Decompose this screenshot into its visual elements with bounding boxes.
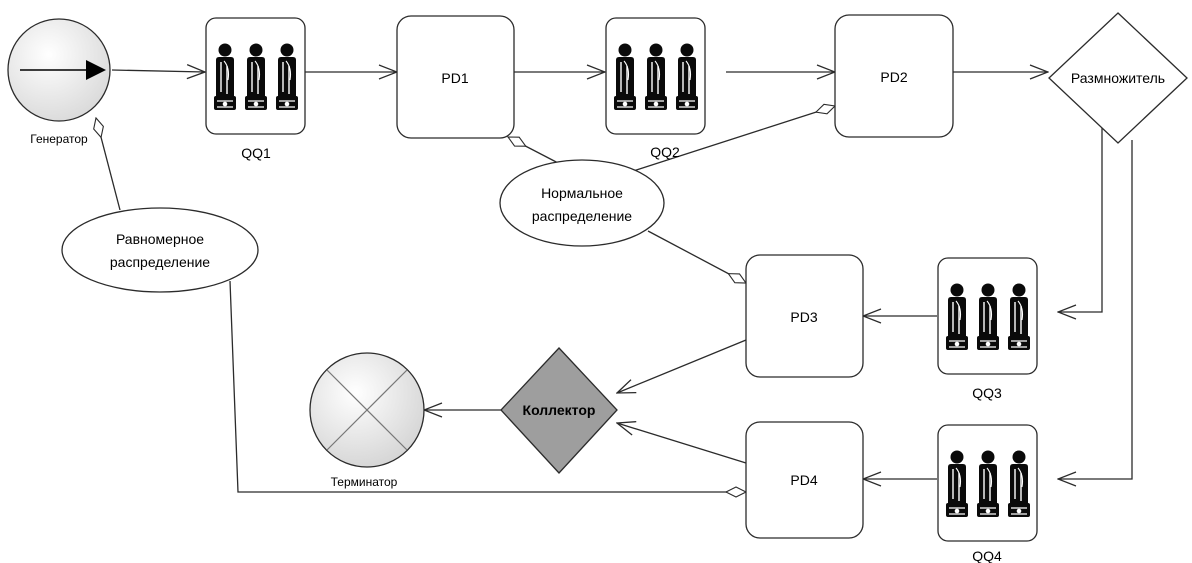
collector-label: Коллектор	[523, 402, 596, 418]
process-pd4-label: PD4	[790, 472, 817, 488]
link-normal-pd1	[508, 136, 563, 166]
normal-distribution-node[interactable]	[499, 159, 665, 247]
link-uniform-generator	[96, 118, 121, 211]
normal-distribution-line2: распределение	[532, 208, 632, 224]
edge-generator-qq1	[111, 70, 205, 72]
splitter-label: Размножитель	[1071, 70, 1165, 86]
edge-splitter-qq3	[1058, 125, 1103, 312]
process-pd2[interactable]	[834, 14, 954, 138]
collector-node[interactable]	[500, 347, 618, 474]
cross-icon	[326, 369, 408, 451]
link-normal-pd2	[629, 106, 835, 173]
arrow-head-icon	[86, 60, 106, 80]
uniform-distribution-line2: распределение	[110, 254, 210, 270]
edge-pd4-collector	[617, 423, 747, 464]
uniform-distribution-node[interactable]	[61, 207, 259, 293]
splitter-node[interactable]	[1048, 12, 1188, 144]
queue-qq4-label: QQ4	[972, 548, 1002, 563]
queue-qq1[interactable]	[205, 17, 306, 135]
queue-qq3[interactable]	[937, 257, 1038, 375]
uniform-distribution-line1: Равномерное	[116, 231, 204, 247]
queue-qq2[interactable]	[605, 17, 706, 135]
edge-splitter-qq4	[1058, 140, 1133, 479]
process-pd2-label: PD2	[880, 69, 907, 85]
process-pd3[interactable]	[745, 254, 864, 378]
generator-label: Генератор	[30, 132, 88, 146]
process-pd3-label: PD3	[790, 309, 817, 325]
process-pd1-label: PD1	[441, 70, 468, 86]
terminator-node[interactable]	[309, 352, 425, 468]
queue-qq4[interactable]	[937, 424, 1038, 542]
queue-qq2-label: QQ2	[650, 144, 680, 160]
generator-node[interactable]	[7, 18, 111, 122]
link-normal-pd3	[647, 230, 746, 283]
connectors	[96, 70, 1133, 492]
link-uniform-pd4	[229, 280, 746, 492]
terminator-label: Терминатор	[331, 475, 398, 489]
process-pd1[interactable]	[396, 15, 515, 139]
queue-qq3-label: QQ3	[972, 385, 1002, 401]
normal-distribution-line1: Нормальное	[541, 185, 623, 201]
queue-qq1-label: QQ1	[241, 145, 271, 161]
edge-pd3-collector	[617, 339, 747, 393]
process-pd4[interactable]	[745, 421, 864, 539]
